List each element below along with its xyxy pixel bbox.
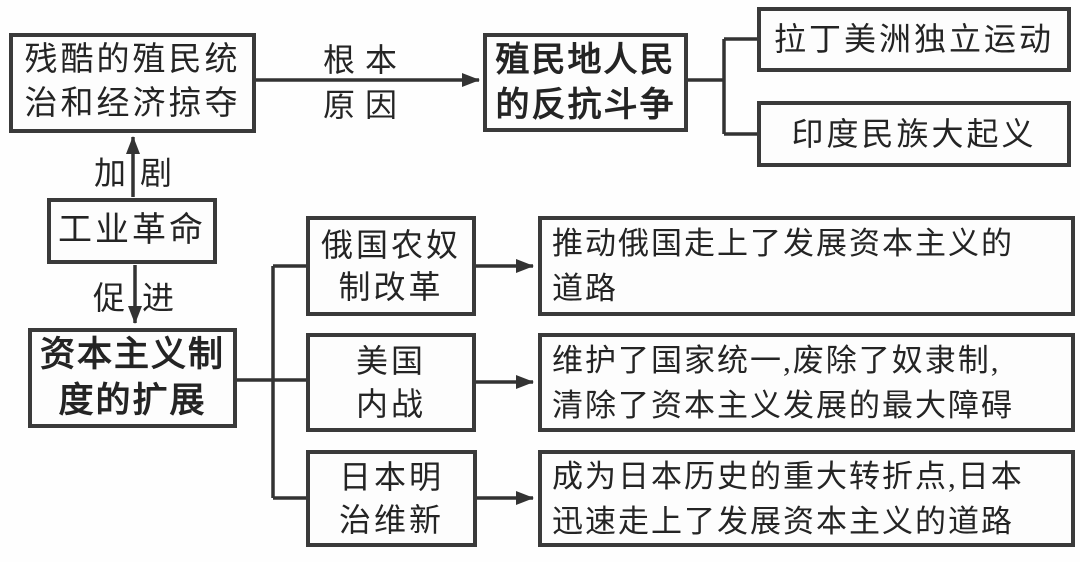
bracket-resistance-outcomes [688, 37, 757, 136]
box-japan-result-line1: 成为日本历史的重大转折点,日本 [552, 458, 1024, 494]
box-usa-result: 维护了国家统一,废除了奴隶制, 清除了资本主义发展的最大障碍 [538, 333, 1075, 432]
box-japan-result-line2: 迅速走上了发展资本主义的道路 [552, 503, 1014, 539]
box-colonial-rule-line2: 治和经济掠夺 [24, 86, 241, 122]
box-russia-result-line1: 推动俄国走上了发展资本主义的 [552, 226, 1014, 261]
box-usa-civil-war: 美国 内战 [306, 333, 476, 432]
box-japan-meiji-line2: 治维新 [338, 501, 444, 538]
box-usa-result-line2: 清除了资本主义发展的最大障碍 [552, 387, 1014, 423]
box-capitalism-expansion-line2: 度的扩展 [58, 381, 207, 420]
box-industrial-revolution-line1: 工业革命 [58, 211, 206, 249]
label-intensify-right: 剧 [140, 155, 173, 191]
box-usa-civil-war-line1: 美国 [355, 343, 426, 380]
box-usa-result-line1: 维护了国家统一,废除了奴隶制, [552, 342, 1001, 378]
box-japan-meiji-line1: 日本明 [338, 459, 444, 496]
box-colonial-rule: 残酷的殖民统 治和经济掠夺 [9, 33, 256, 133]
box-india: 印度民族大起义 [757, 101, 1071, 167]
box-russia-reform-line1: 俄国农奴 [320, 226, 461, 263]
box-resistance-line1: 殖民地人民 [495, 40, 676, 79]
box-capitalism-expansion: 资本主义制 度的扩展 [28, 328, 237, 428]
label-promote-left: 促 [93, 280, 126, 316]
box-resistance: 殖民地人民 的反抗斗争 [483, 33, 688, 132]
box-russia-reform: 俄国农奴 制改革 [306, 216, 476, 316]
box-japan-meiji: 日本明 治维新 [306, 450, 477, 547]
box-latin-america-line1: 拉丁美洲独立运动 [773, 21, 1054, 58]
label-root-cause-top: 根本 [322, 42, 407, 78]
box-colonial-rule-line1: 残酷的殖民统 [24, 42, 241, 79]
box-russia-reform-line2: 制改革 [338, 269, 444, 305]
box-russia-result: 推动俄国走上了发展资本主义的 道路 [538, 216, 1075, 316]
label-promote-right: 进 [142, 280, 175, 316]
box-usa-civil-war-line2: 内战 [355, 385, 426, 422]
bracket-capitalism-events [237, 264, 306, 500]
label-intensify-left: 加 [94, 155, 127, 191]
box-industrial-revolution: 工业革命 [47, 198, 217, 264]
box-resistance-line2: 的反抗斗争 [495, 85, 676, 124]
box-capitalism-expansion-line1: 资本主义制 [39, 334, 225, 374]
label-root-cause-bottom: 原因 [322, 87, 407, 123]
box-latin-america: 拉丁美洲独立运动 [757, 7, 1071, 72]
box-india-line1: 印度民族大起义 [791, 115, 1037, 152]
box-russia-result-line2: 道路 [552, 271, 618, 306]
box-japan-result: 成为日本历史的重大转折点,日本 迅速走上了发展资本主义的道路 [538, 450, 1075, 547]
